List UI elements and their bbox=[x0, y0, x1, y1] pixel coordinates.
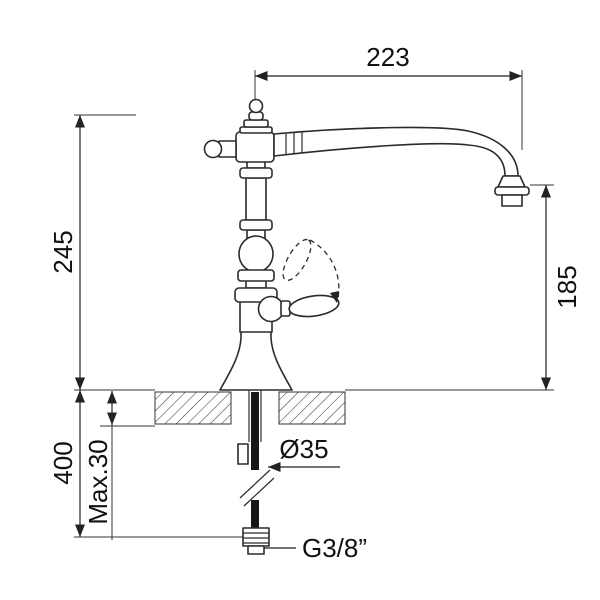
counter-section-hatch bbox=[154, 391, 346, 425]
supply-hose-and-shank bbox=[237, 390, 275, 555]
dimension-lines bbox=[75, 71, 551, 549]
column-shaft bbox=[245, 177, 267, 221]
label-spout-reach: 223 bbox=[366, 42, 409, 72]
mounting-fitting bbox=[237, 443, 249, 465]
spout-cross-block bbox=[235, 131, 275, 163]
label-under-counter-length: 400 bbox=[48, 441, 78, 484]
break-symbol bbox=[239, 469, 271, 499]
label-connection-thread: G3/8” bbox=[302, 533, 367, 563]
break-symbol bbox=[243, 477, 275, 507]
top-finial bbox=[248, 98, 264, 114]
label-hole-diameter: Ø35 bbox=[279, 434, 328, 464]
handle-rotation-arc bbox=[309, 239, 340, 299]
spout-arm bbox=[273, 126, 519, 177]
label-max-deck-thickness: Max.30 bbox=[83, 439, 113, 524]
base-skirt bbox=[219, 329, 293, 391]
spout-rim bbox=[494, 186, 530, 196]
dimension-labels: 223 245 185 400 Max.30 Ø35 G3/8” bbox=[48, 42, 582, 563]
rotation-arc-arrow bbox=[330, 291, 339, 303]
flex-hose-upper bbox=[251, 392, 259, 470]
connector-tip bbox=[247, 545, 265, 555]
label-spout-height: 185 bbox=[552, 265, 582, 308]
label-body-height: 245 bbox=[48, 230, 78, 273]
left-knob bbox=[203, 139, 223, 159]
aerator bbox=[501, 194, 523, 207]
handle-hub bbox=[257, 295, 285, 323]
handle-lever-rotated-ghost bbox=[282, 238, 312, 282]
spout-bell bbox=[497, 175, 526, 188]
flex-hose-lower bbox=[251, 500, 259, 528]
handle-lever bbox=[288, 294, 340, 318]
faucet-drawing bbox=[203, 98, 530, 391]
column-vase bbox=[238, 235, 274, 273]
